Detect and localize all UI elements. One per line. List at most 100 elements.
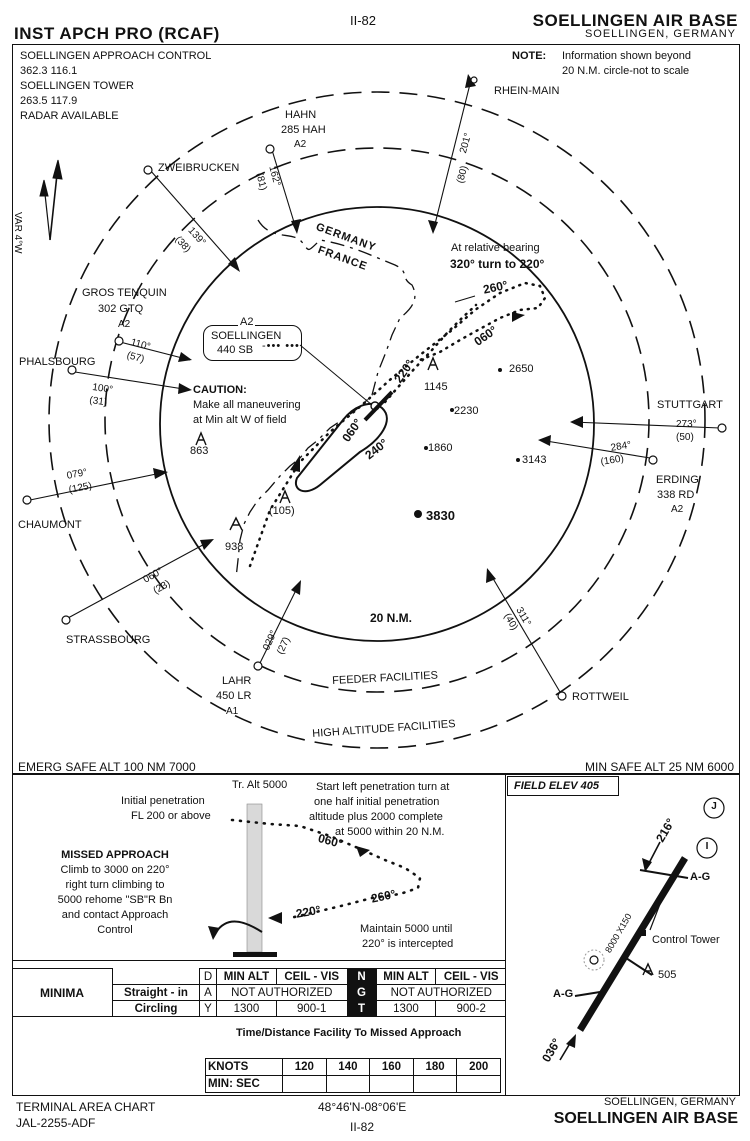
feeder-ring (104, 147, 650, 693)
caution-line-1: Make all maneuvering (193, 399, 301, 411)
lahr-class: A1 (226, 706, 239, 717)
tower-name: SOELLINGEN TOWER (20, 80, 134, 92)
twenty-nm-label: 20 N.M. (370, 611, 413, 625)
tower-freqs: 263.5 117.9 (20, 95, 78, 107)
start-turn-4: at 5000 within 20 N.M. (335, 826, 445, 838)
missed-approach-title: MISSED APPROACH (61, 849, 169, 861)
elevation-points (414, 368, 520, 518)
approach-control-freqs: 362.3 116.1 (20, 65, 78, 77)
maintain-line-2: 220° is intercepted (362, 938, 454, 950)
time-distance-title: Time/Distance Facility To Missed Approac… (236, 1027, 462, 1039)
elev-3143: 3143 (522, 454, 547, 466)
minima-hdr-minalt: MIN ALT (216, 968, 277, 985)
sb-id: 440 SB (217, 344, 254, 356)
relative-bearing-note-2: 320° turn to 220° (450, 257, 545, 271)
strassbourg-label: STRASSBOURG (66, 634, 151, 646)
footer-chart-id: JAL-2255-ADF (16, 1116, 96, 1130)
minima-row2-ceilvis: 900-1 (275, 1000, 348, 1017)
elev-2230: 2230 (454, 405, 479, 417)
ag-marker-1: A-G (690, 871, 711, 883)
stutt-bearing: 273° (676, 419, 697, 430)
time-cell (282, 1075, 327, 1093)
elev-3830: 3830 (426, 508, 455, 523)
gros-tenquin-class: A2 (118, 319, 131, 330)
time-cell (412, 1075, 458, 1093)
minima-hdr-n: N (346, 968, 377, 985)
time-cell (325, 1075, 371, 1093)
minima-row2-minalt-2: 1300 (375, 1000, 437, 1017)
minima-row2-ceilvis-2: 900-2 (435, 1000, 506, 1017)
minima-top-line (12, 960, 506, 961)
airport-location: SOELLINGEN, GERMANY (584, 28, 736, 40)
field-runway (363, 390, 394, 422)
hahn-name: HAHN (285, 109, 317, 121)
footer-location: SOELLINGEN, GERMANY (603, 1096, 736, 1108)
sb-leader (299, 344, 373, 406)
zweibrucken-label: ZWEIBRUCKEN (158, 162, 240, 174)
elev-863: 863 (190, 445, 209, 457)
ag-marker-2: A-G (553, 988, 574, 1000)
minima-table: MINIMA D MIN ALT CEIL - VIS N MIN ALT CE… (12, 968, 506, 1017)
start-turn-3: altitude plus 2000 complete (309, 811, 443, 823)
lower-frame (12, 774, 740, 1096)
sb-class: A2 (238, 316, 256, 328)
speed-140: 140 (325, 1058, 371, 1076)
time-distance-table: KNOTS 120 140 160 180 200 MIN: SEC (205, 1058, 501, 1093)
field-elevation: FIELD ELEV 405 (514, 780, 599, 792)
minima-row1-g: G (346, 984, 377, 1001)
footer-page: II-82 (350, 1120, 375, 1134)
speed-180: 180 (412, 1058, 458, 1076)
sb-name: SOELLINGEN (211, 330, 282, 342)
minima-circling: Circling (112, 1000, 200, 1017)
speed-160: 160 (369, 1058, 414, 1076)
hahn-id: 285 HAH (281, 124, 326, 136)
emerg-safe-alt: EMERG SAFE ALT 100 NM 7000 (18, 760, 196, 774)
page-number: II-82 (350, 13, 377, 28)
hahn-class: A2 (294, 139, 307, 150)
bearing-arrowheads (153, 74, 583, 595)
minima-blank (112, 968, 200, 985)
footer-chart-name: TERMINAL AREA CHART (16, 1100, 156, 1114)
sb-morse: -••• ••• (262, 340, 300, 352)
start-turn-1: Start left penetration turn at (316, 781, 450, 793)
track-105: (105) (269, 505, 295, 517)
border-line (235, 219, 416, 579)
missed-line-2: right turn climbing to (65, 879, 165, 891)
field-elev-box (507, 776, 619, 796)
erding-class: A2 (671, 504, 684, 515)
elev-1145: 1145 (424, 381, 448, 393)
initial-pen-1: Initial penetration (121, 795, 205, 807)
obstacle-symbols (195, 356, 439, 531)
phalsbourg-label: PHALSBOURG (19, 356, 96, 368)
obstacle-505: 505 (658, 969, 677, 981)
feeder-bearing-lines (29, 79, 721, 693)
minima-row2-minalt: 1300 (216, 1000, 277, 1017)
minima-hdr-minalt-2: MIN ALT (375, 968, 437, 985)
transition-altitude: Tr. Alt 5000 (232, 779, 288, 791)
minima-row2-t: T (346, 1000, 377, 1017)
time-cell (456, 1075, 501, 1093)
airport-title: SOELLINGEN AIR BASE (532, 11, 738, 30)
minima-row1-value-2: NOT AUTHORIZED (375, 984, 506, 1001)
note-line2: 20 N.M. circle-not to scale (562, 65, 690, 77)
elev-2650: 2650 (509, 363, 534, 375)
missed-line-4: and contact Approach (61, 909, 169, 921)
footer-airport: SOELLINGEN AIR BASE (553, 1110, 738, 1127)
minima-hdr-ceilvis-2: CEIL - VIS (435, 968, 506, 985)
var-arrow (39, 159, 63, 241)
speed-120: 120 (282, 1058, 327, 1076)
maintain-line-1: Maintain 5000 until (360, 923, 453, 935)
elev-938: 938 (225, 541, 244, 553)
note-line1: Information shown beyond (562, 50, 692, 62)
missed-line-1: Climb to 3000 on 220° (60, 864, 170, 876)
20nm-circle (159, 206, 595, 642)
min-sec-label: MIN: SEC (205, 1075, 283, 1093)
approach-marker-j: J (711, 801, 717, 812)
time-cell (369, 1075, 414, 1093)
stuttgart-label: STUTTGART (657, 399, 723, 411)
elev-1860: 1860 (428, 442, 453, 454)
gros-tenquin-name: GROS TENQUIN (82, 287, 167, 299)
knots-label: KNOTS (205, 1058, 283, 1076)
